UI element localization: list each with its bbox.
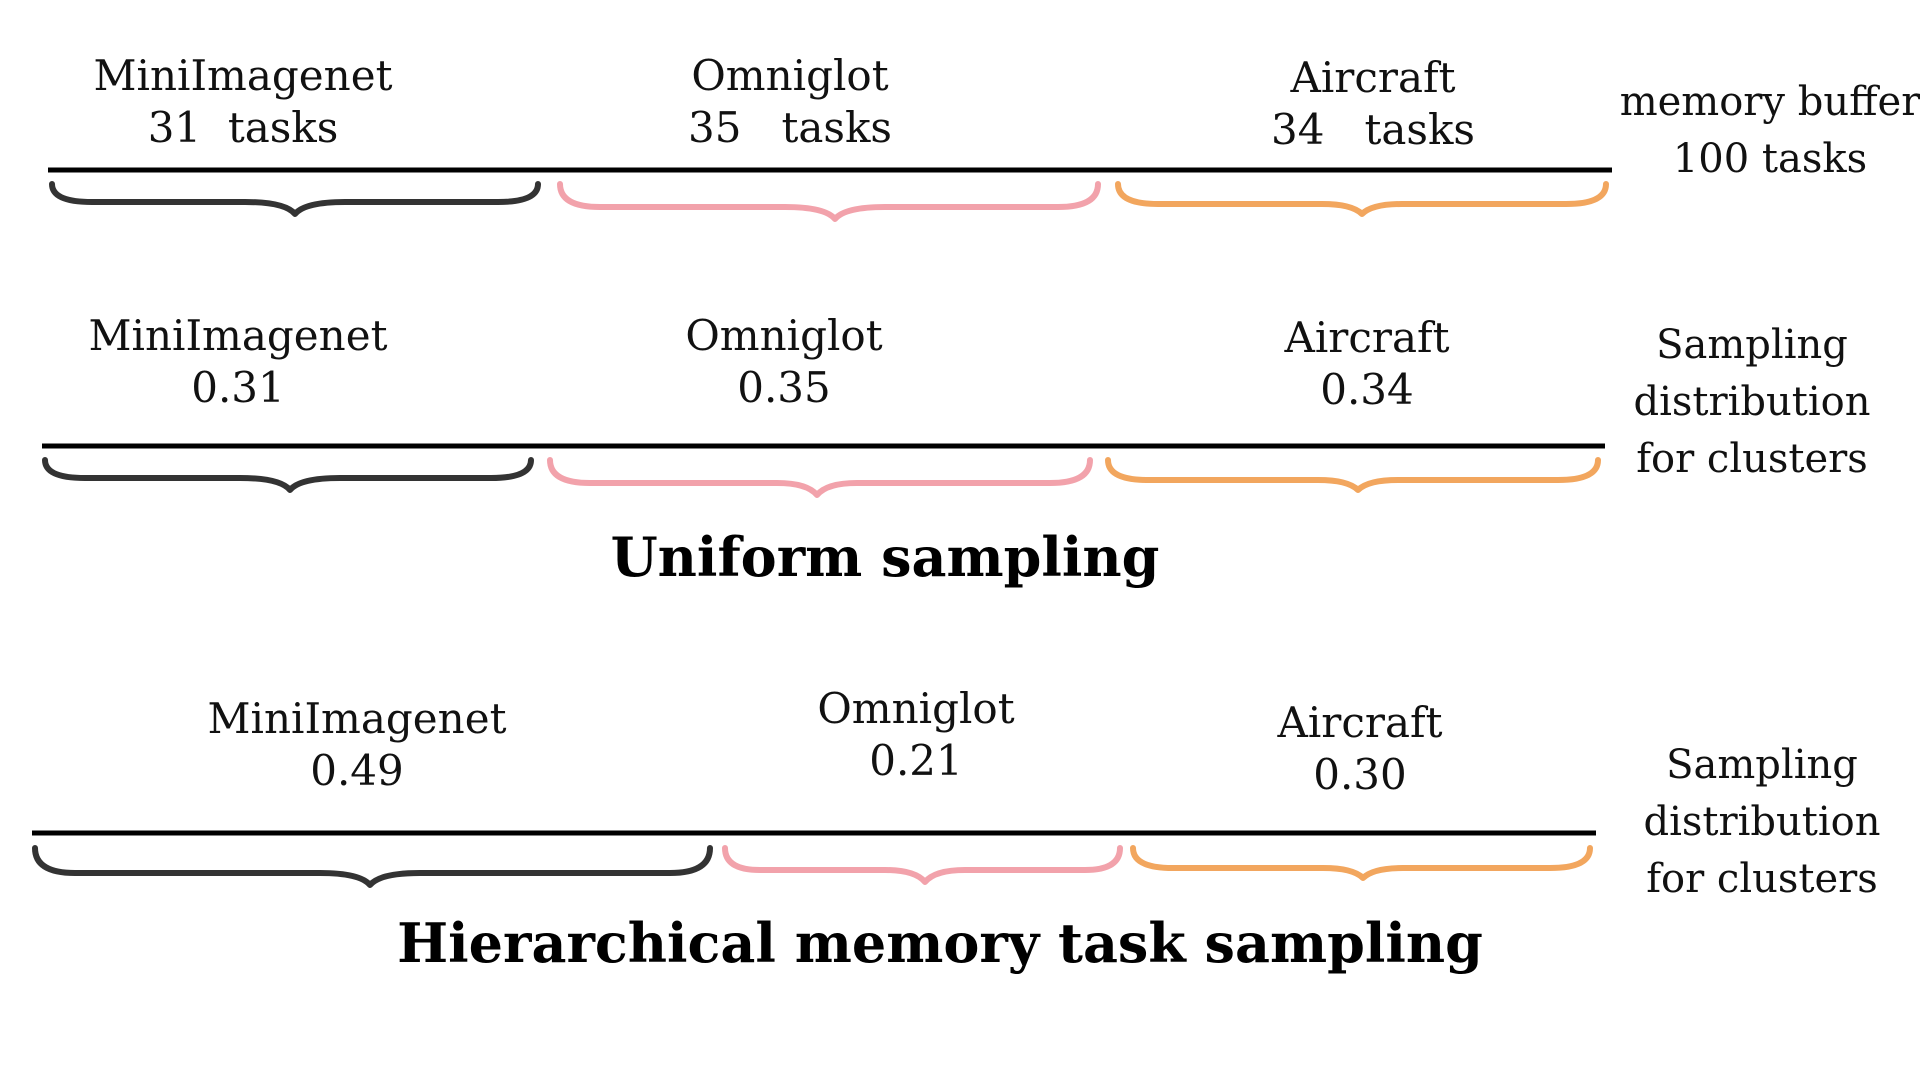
row-memory-buffer: MiniImagenet 31 tasks Omniglot 35 tasks … <box>48 51 1920 222</box>
row3-miniimagenet-value: 0.49 <box>310 746 404 795</box>
row2-side-label-line2: distribution <box>1634 379 1871 425</box>
row1-side-label-line2: 100 tasks <box>1673 136 1867 182</box>
row2-side-label-line1: Sampling <box>1656 322 1848 368</box>
row3-side-label-line2: distribution <box>1644 799 1881 845</box>
row2-side-label-line3: for clusters <box>1636 436 1868 482</box>
row1-miniimagenet-value: 31 tasks <box>148 103 339 152</box>
row3-aircraft-name: Aircraft <box>1277 698 1443 747</box>
row3-side-label-line1: Sampling <box>1666 742 1858 788</box>
row3-aircraft-value: 0.30 <box>1313 750 1407 799</box>
row2-omniglot-brace <box>547 457 1093 498</box>
row3-omniglot-brace <box>722 845 1123 885</box>
row2-miniimagenet-name: MiniImagenet <box>89 311 388 360</box>
row3-omniglot-value: 0.21 <box>869 736 963 785</box>
row2-miniimagenet-value: 0.31 <box>191 363 285 412</box>
row3-side-label-line3: for clusters <box>1646 856 1878 902</box>
row-uniform-sampling: MiniImagenet 0.31 Omniglot 0.35 Aircraft… <box>42 311 1871 589</box>
row1-miniimagenet-brace <box>49 181 541 217</box>
row1-aircraft-brace <box>1115 181 1609 217</box>
row2-aircraft-value: 0.34 <box>1320 365 1414 414</box>
row2-omniglot-value: 0.35 <box>737 363 831 412</box>
row1-aircraft-name: Aircraft <box>1290 53 1456 102</box>
row3-miniimagenet-name: MiniImagenet <box>208 694 507 743</box>
row2-aircraft-brace <box>1105 457 1601 493</box>
row1-omniglot-brace <box>557 181 1101 222</box>
row1-miniimagenet-name: MiniImagenet <box>94 51 393 100</box>
row3-omniglot-name: Omniglot <box>817 684 1014 733</box>
row2-aircraft-name: Aircraft <box>1284 313 1450 362</box>
row3-miniimagenet-brace <box>32 845 713 888</box>
row2-miniimagenet-brace <box>42 457 534 493</box>
hierarchical-sampling-title: Hierarchical memory task sampling <box>397 911 1483 975</box>
row1-omniglot-name: Omniglot <box>691 51 888 100</box>
row3-aircraft-brace <box>1130 845 1593 881</box>
row1-side-label-line1: memory buffer <box>1620 79 1920 125</box>
uniform-sampling-title: Uniform sampling <box>611 525 1160 589</box>
row2-omniglot-name: Omniglot <box>685 311 882 360</box>
row-hierarchical-sampling: MiniImagenet 0.49 Omniglot 0.21 Aircraft… <box>32 684 1881 975</box>
row1-omniglot-value: 35 tasks <box>688 103 892 152</box>
row1-aircraft-value: 34 tasks <box>1271 105 1475 154</box>
